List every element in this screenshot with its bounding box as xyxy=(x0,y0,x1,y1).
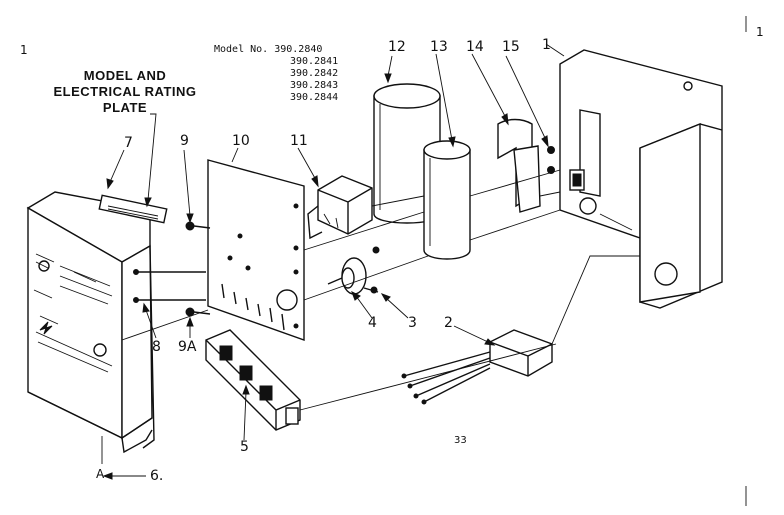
edge-mark-top-left: 1 xyxy=(20,43,28,57)
model-number: 390.2843 xyxy=(290,80,339,91)
part-label-13: 13 xyxy=(430,39,448,55)
part-label-12: 12 xyxy=(388,39,406,55)
selector-switch xyxy=(327,257,367,295)
terminal-plug xyxy=(401,329,553,405)
part-label-15: 15 xyxy=(502,39,520,55)
drawing-code: 33 xyxy=(454,435,467,446)
circuit-board xyxy=(207,159,305,341)
edge-mark-bottom: A xyxy=(96,467,105,481)
model-number: 390.2840 xyxy=(274,44,323,55)
front-cover xyxy=(26,191,168,454)
rating-plate xyxy=(98,194,168,224)
part-label-8: 8 xyxy=(152,339,161,355)
part-label-7: 7 xyxy=(124,135,133,151)
model-number-list: Model No. 390.2840 390.2841 390.2842 390… xyxy=(214,44,338,104)
chassis xyxy=(559,49,723,309)
part-label-6: 6. xyxy=(150,468,164,484)
part-label-10: 10 xyxy=(232,133,250,149)
model-number: 390.2841 xyxy=(290,56,339,67)
plate-callout: MODEL AND ELECTRICAL RATING PLATE xyxy=(40,68,210,116)
part-label-3: 3 xyxy=(408,315,417,331)
capacitor-bracket xyxy=(497,118,541,213)
nuts xyxy=(547,146,555,174)
indicator-lamp xyxy=(93,343,107,357)
leader-lines xyxy=(101,43,565,480)
capacitor-small xyxy=(423,140,471,260)
part-label-9: 9 xyxy=(180,133,189,149)
part-label-5: 5 xyxy=(240,439,249,455)
edge-mark-top-right: 1 xyxy=(756,25,764,39)
model-prefix: Model No. xyxy=(214,44,269,55)
part-label-14: 14 xyxy=(466,39,484,55)
part-label-9a: 9A xyxy=(178,339,197,355)
push-button-block xyxy=(205,329,301,431)
part-label-1: 1 xyxy=(542,37,551,53)
plate-line-3: PLATE xyxy=(102,100,148,115)
part-label-11: 11 xyxy=(290,133,308,149)
plate-line-1: MODEL AND xyxy=(83,68,167,83)
relay xyxy=(307,175,373,240)
model-number: 390.2844 xyxy=(290,92,339,103)
part-label-2: 2 xyxy=(444,315,453,331)
model-number: 390.2842 xyxy=(290,68,339,79)
alignment-lines xyxy=(121,169,640,411)
part-label-4: 4 xyxy=(368,315,377,331)
plate-line-2: ELECTRICAL RATING xyxy=(53,84,197,99)
